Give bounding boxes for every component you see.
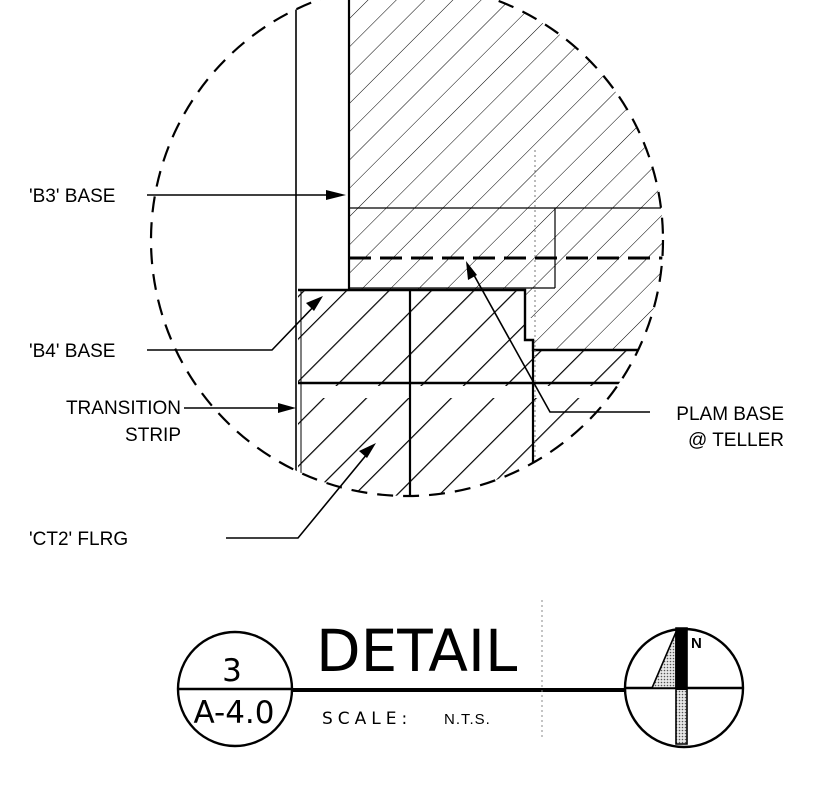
b4-arrowhead <box>306 296 323 311</box>
leader-arrowheads <box>278 190 477 458</box>
plam-leader <box>469 267 650 413</box>
detail-title: DETAIL <box>316 617 517 685</box>
plam-label-line2: @ TELLER <box>688 430 784 451</box>
scale-label: SCALE: <box>322 709 412 729</box>
scale-value: N.T.S. <box>444 711 491 728</box>
b3-arrowhead <box>326 190 346 200</box>
sheet-number: A-4.0 <box>193 695 274 731</box>
floor-top-outline <box>298 288 640 352</box>
b3-base-label: 'B3' BASE <box>29 186 115 207</box>
b4-leader <box>147 301 319 351</box>
title-block: 3 A-4.0 DETAIL SCALE: N.T.S. N <box>176 600 745 749</box>
teller-base-block <box>349 208 555 288</box>
floor-gap <box>300 386 640 398</box>
detail-number: 3 <box>222 653 242 689</box>
north-label: N <box>691 635 702 652</box>
leaders <box>147 194 650 539</box>
transition-arrowhead <box>278 403 296 413</box>
plam-arrowhead <box>466 261 477 280</box>
b4-base-label: 'B4' BASE <box>29 341 115 362</box>
transition-label-line1: TRANSITION <box>66 398 181 419</box>
detail-section <box>295 0 663 496</box>
north-arrow-head-solid <box>676 628 687 690</box>
ct2-arrowhead <box>359 443 376 458</box>
plam-label-line1: PLAM BASE <box>676 404 784 425</box>
ct2-leader <box>226 447 373 539</box>
detail-circle <box>149 0 665 498</box>
north-arrow-lower-fill <box>677 690 686 742</box>
transition-label-line2: STRIP <box>125 425 181 446</box>
north-arrow: N <box>623 627 745 749</box>
ct2-flrg-label: 'CT2' FLRG <box>29 529 128 550</box>
